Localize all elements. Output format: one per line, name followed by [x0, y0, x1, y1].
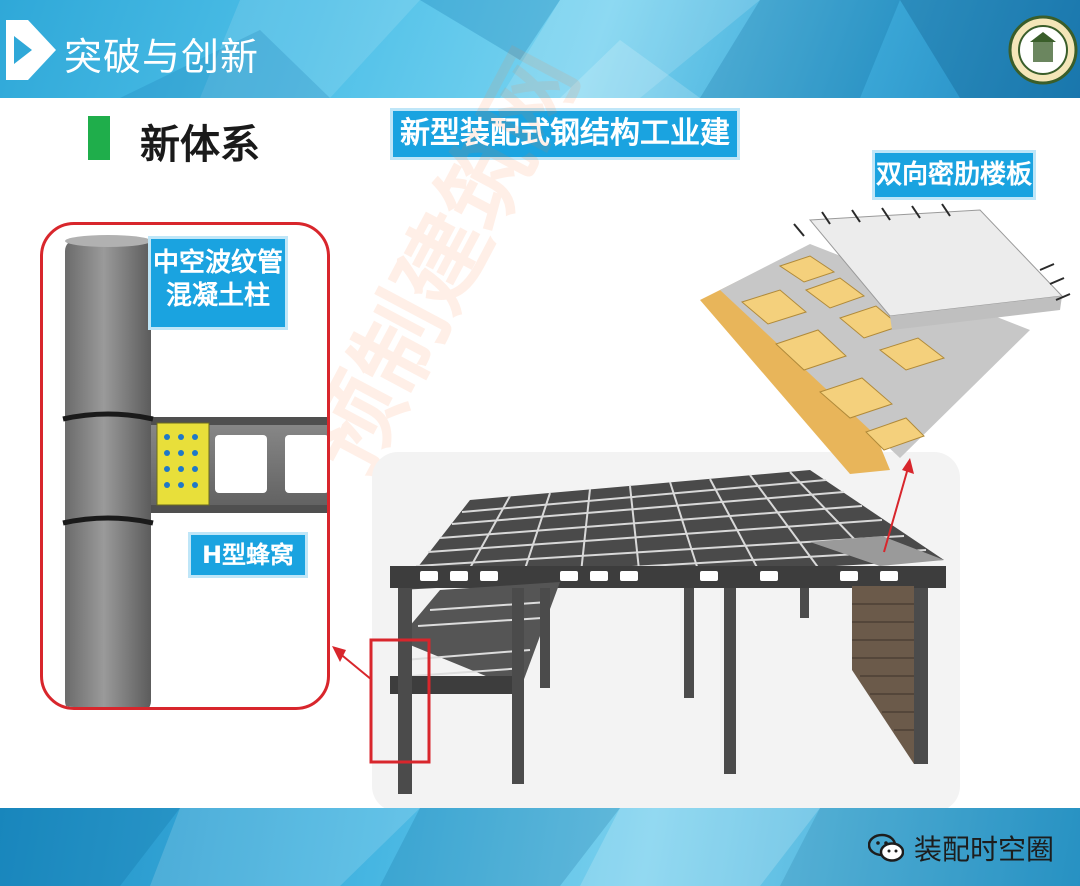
joint-callout-line: [337, 651, 373, 681]
wechat-icon: [868, 833, 904, 862]
play-arrow-icon: [6, 20, 56, 80]
joint-highlight-box: [369, 638, 431, 764]
section-title: 新体系: [140, 122, 260, 168]
column-beam-detail-drawing: [62, 235, 327, 707]
roof-beam-grid: [400, 470, 944, 590]
floor-callout-line: [883, 467, 909, 553]
wechat-account-name: 装配时空圈: [914, 833, 1055, 866]
footer-banner: 装配时空圈: [0, 808, 1080, 886]
footer-polygon-pattern: [0, 808, 1080, 886]
hollow-column-label: 中空波纹管 混凝土柱: [148, 236, 288, 330]
hollow-column-label-line1: 中空波纹管: [152, 248, 283, 278]
header-banner: 突破与创新: [0, 0, 1080, 98]
main-structure-label: 新型装配式钢结构工业建筑: [390, 108, 740, 197]
wechat-account: 装配时空圈: [868, 828, 1054, 868]
header-title: 突破与创新: [64, 35, 260, 79]
section-bullet: [88, 116, 110, 160]
university-seal-logo: [1008, 15, 1078, 85]
ribbed-slab-drawing: [700, 203, 1071, 474]
ribbed-floor-label: 双向密肋楼板: [872, 150, 1036, 200]
hollow-column-label-line2: 混凝土柱: [165, 280, 270, 311]
castellated-beam-label: H型蜂窝梁: [188, 532, 308, 609]
